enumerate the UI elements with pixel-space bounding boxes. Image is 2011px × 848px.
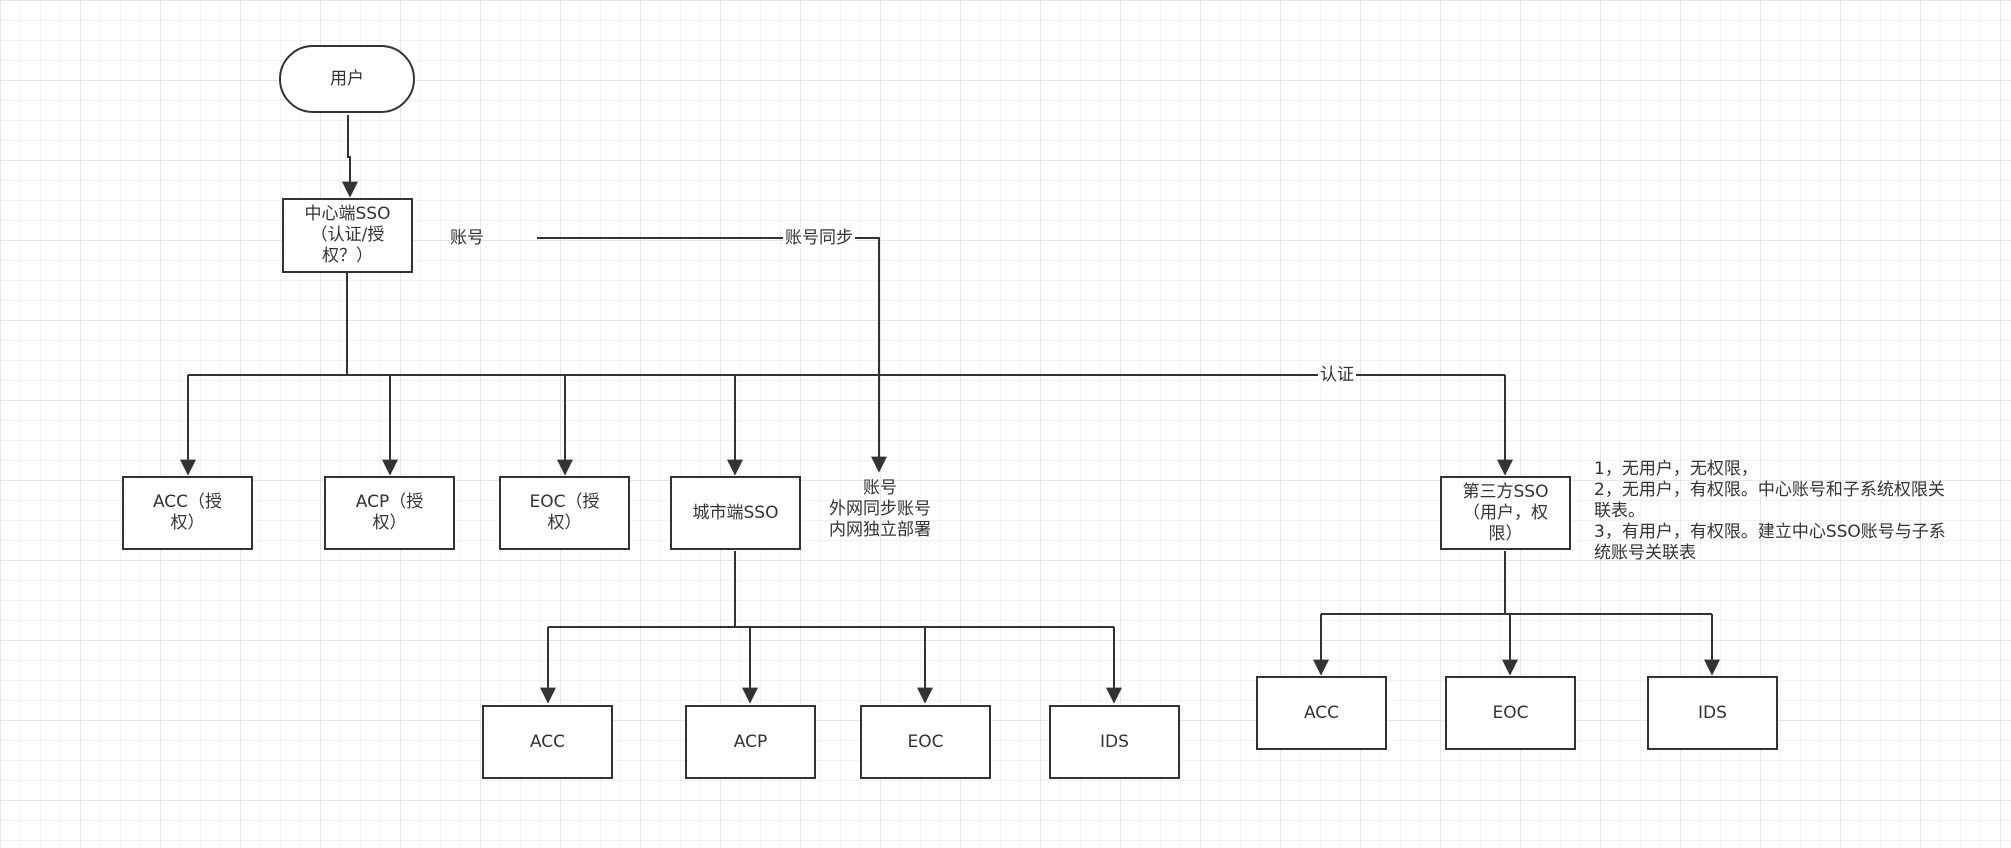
edge-label-auth: 认证: [1318, 365, 1356, 386]
node-third-eoc[interactable]: EOC: [1445, 676, 1576, 750]
note-third-sso: 1，无用户，无权限， 2，无用户，有权限。中心账号和子系统权限关 联表。 3，有…: [1594, 459, 1946, 563]
node-city-acc[interactable]: ACC: [482, 705, 613, 779]
label-account: 账号: [450, 228, 484, 248]
node-city-ids[interactable]: IDS: [1049, 705, 1180, 779]
edge-label-account-sync: 账号同步: [783, 228, 855, 249]
note-city-sso: 账号 外网同步账号 内网独立部署: [829, 478, 931, 540]
edge-account-sync: [537, 237, 887, 473]
node-city-acp[interactable]: ACP: [685, 705, 816, 779]
node-city-sso[interactable]: 城市端SSO: [670, 476, 801, 550]
node-acc-auth[interactable]: ACC（授 权）: [122, 476, 253, 550]
node-center-sso[interactable]: 中心端SSO （认证/授 权？）: [282, 198, 413, 273]
node-user[interactable]: 用户: [279, 45, 415, 113]
node-third-acc[interactable]: ACC: [1256, 676, 1387, 750]
node-acp-auth[interactable]: ACP（授 权）: [324, 476, 455, 550]
node-third-ids[interactable]: IDS: [1647, 676, 1778, 750]
node-third-sso[interactable]: 第三方SSO （用户，权 限）: [1440, 476, 1571, 550]
node-city-eoc[interactable]: EOC: [860, 705, 991, 779]
edge-user-to-center-sso: [342, 115, 358, 198]
node-eoc-auth[interactable]: EOC（授 权）: [499, 476, 630, 550]
